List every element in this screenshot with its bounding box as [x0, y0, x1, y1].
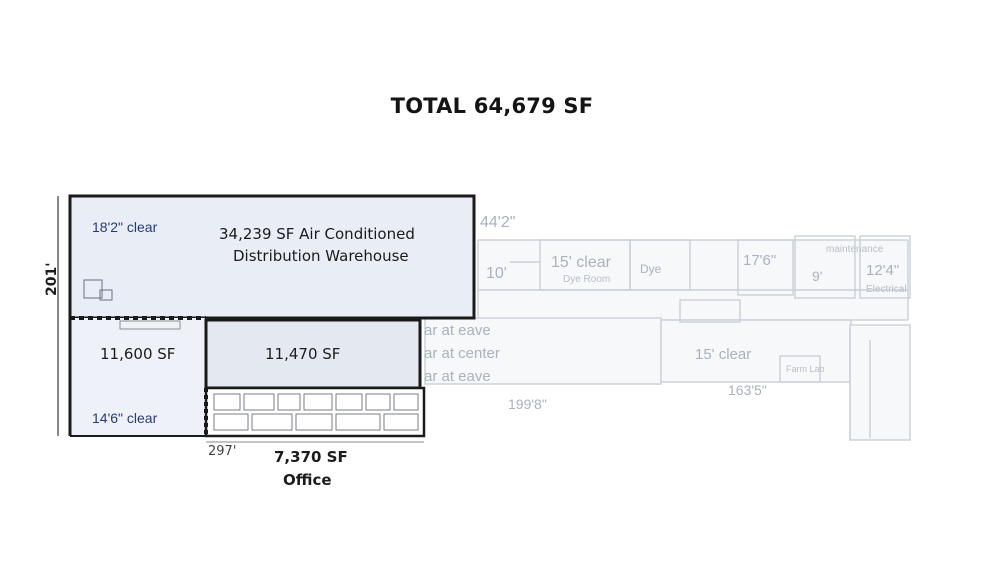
bg-label-199: 199'8"	[508, 396, 547, 412]
bg-label-15-clear-2: 15' clear	[695, 346, 752, 363]
bg-farm-lab	[779, 355, 821, 383]
warehouse-clear-height: 18'2" clear	[92, 219, 158, 235]
office-area	[204, 386, 426, 438]
bg-corridor	[679, 299, 741, 323]
office-use-label: Office	[283, 471, 332, 489]
bg-label-17: 17'6"	[743, 252, 777, 269]
bg-label-electrical: Electrical	[866, 284, 907, 295]
bg-label-12: 12'4"	[866, 262, 900, 279]
bg-middle-block	[424, 317, 662, 385]
bg-label-dye-room: Dye Room	[563, 274, 611, 285]
bay-stairs-mark	[119, 320, 181, 330]
warehouse-dock-mark-2	[99, 289, 113, 301]
total-area-title: TOTAL 64,679 SF	[390, 94, 594, 118]
warehouse-use-label: Distribution Warehouse	[233, 247, 409, 265]
center-bay-area	[204, 318, 422, 390]
bg-label-15-clear: 15' clear	[551, 254, 611, 271]
bg-north-block	[477, 239, 909, 321]
bg-label-9: 9'	[812, 268, 823, 284]
bg-far-east-block	[849, 324, 911, 441]
bg-label-44: 44'2"	[480, 214, 516, 231]
warehouse-area-label: 34,239 SF Air Conditioned	[219, 225, 415, 243]
bg-electrical	[859, 235, 911, 299]
side-dimension: 201'	[44, 262, 60, 296]
bg-label-dye: Dye	[640, 262, 662, 276]
background-floor-plan	[424, 235, 911, 441]
bg-label-163: 163'5"	[728, 382, 767, 398]
left-bay-area	[70, 318, 206, 436]
left-bay-clear-height: 14'6" clear	[92, 410, 158, 426]
bg-label-10: 10'	[486, 265, 507, 282]
bg-label-maintenance: maintenance	[826, 244, 884, 255]
bg-label-eave-1: ar at eave	[424, 322, 491, 339]
center-bay-area-label: 11,470 SF	[265, 345, 341, 363]
warehouse-dock-mark	[83, 279, 103, 299]
office-area-label: 7,370 SF	[274, 448, 348, 466]
office-rooms	[213, 393, 419, 431]
warehouse-area	[68, 194, 476, 320]
bg-maintenance	[794, 235, 856, 299]
bg-room-17	[737, 239, 794, 296]
left-bay-area-label: 11,600 SF	[100, 345, 176, 363]
frontage-dimension: 297'	[208, 444, 237, 459]
bg-label-farm-lab: Farm Lab	[786, 364, 825, 374]
bg-label-center: ar at center	[424, 345, 500, 362]
bg-label-eave-2: ar at eave	[424, 368, 491, 385]
